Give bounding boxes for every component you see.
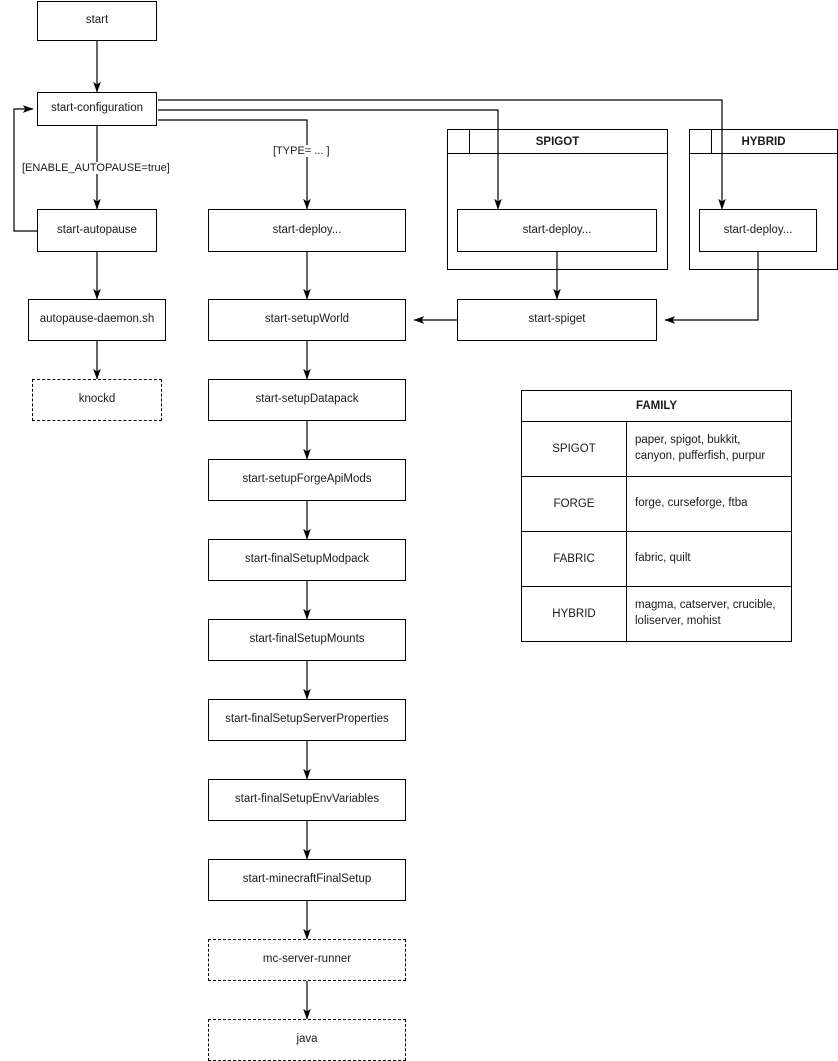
table-row: SPIGOT paper, spigot, bukkit, canyon, pu… bbox=[521, 421, 792, 477]
family-key-forge: FORGE bbox=[521, 476, 627, 532]
node-knockd[interactable]: knockd bbox=[32, 379, 162, 421]
family-key-fabric: FABRIC bbox=[521, 531, 627, 587]
edge-configuration-to-deploy-main bbox=[158, 119, 311, 210]
edge-label-type-branch: [TYPE= ... ] bbox=[271, 145, 332, 157]
node-start-finalsetupserverproperties[interactable]: start-finalSetupServerProperties bbox=[208, 699, 406, 741]
node-start-deploy-main[interactable]: start-deploy... bbox=[208, 209, 406, 252]
family-values-forge: forge, curseforge, ftba bbox=[626, 476, 792, 532]
node-start-setupforgeapimods[interactable]: start-setupForgeApiMods bbox=[208, 459, 406, 501]
node-start-setupworld[interactable]: start-setupWorld bbox=[208, 299, 406, 341]
table-row: FABRIC fabric, quilt bbox=[521, 531, 792, 587]
table-row: HYBRID magma, catserver, crucible, lolis… bbox=[521, 586, 792, 642]
table-row: FORGE forge, curseforge, ftba bbox=[521, 476, 792, 532]
node-start-configuration[interactable]: start-configuration bbox=[37, 92, 157, 126]
edge-label-enable-autopause: [ENABLE_AUTOPAUSE=true] bbox=[20, 162, 172, 174]
family-key-spigot: SPIGOT bbox=[521, 421, 627, 477]
node-start-finalsetupmodpack[interactable]: start-finalSetupModpack bbox=[208, 539, 406, 581]
node-start-minecraftfinalsetup[interactable]: start-minecraftFinalSetup bbox=[208, 859, 406, 901]
node-start-setupdatapack[interactable]: start-setupDatapack bbox=[208, 379, 406, 421]
node-start-autopause[interactable]: start-autopause bbox=[37, 209, 157, 252]
family-values-spigot: paper, spigot, bukkit, canyon, pufferfis… bbox=[626, 421, 792, 477]
node-start[interactable]: start bbox=[37, 1, 157, 41]
node-autopause-daemon-sh[interactable]: autopause-daemon.sh bbox=[28, 299, 166, 341]
family-legend-table: FAMILY SPIGOT paper, spigot, bukkit, can… bbox=[521, 390, 792, 642]
node-start-finalsetupmounts[interactable]: start-finalSetupMounts bbox=[208, 619, 406, 661]
group-spigot-title: SPIGOT bbox=[448, 130, 667, 154]
node-start-finalsetupenvvariables[interactable]: start-finalSetupEnvVariables bbox=[208, 779, 406, 821]
family-key-hybrid: HYBRID bbox=[521, 586, 627, 642]
node-java[interactable]: java bbox=[208, 1019, 406, 1061]
group-hybrid-title: HYBRID bbox=[690, 130, 837, 154]
family-values-fabric: fabric, quilt bbox=[626, 531, 792, 587]
node-start-deploy-hybrid[interactable]: start-deploy... bbox=[699, 209, 817, 252]
family-values-hybrid: magma, catserver, crucible, loliserver, … bbox=[626, 586, 792, 642]
node-mc-server-runner[interactable]: mc-server-runner bbox=[208, 939, 406, 981]
family-legend-title: FAMILY bbox=[521, 390, 792, 422]
node-start-deploy-spigot[interactable]: start-deploy... bbox=[457, 209, 657, 252]
node-start-spiget[interactable]: start-spiget bbox=[457, 299, 657, 341]
